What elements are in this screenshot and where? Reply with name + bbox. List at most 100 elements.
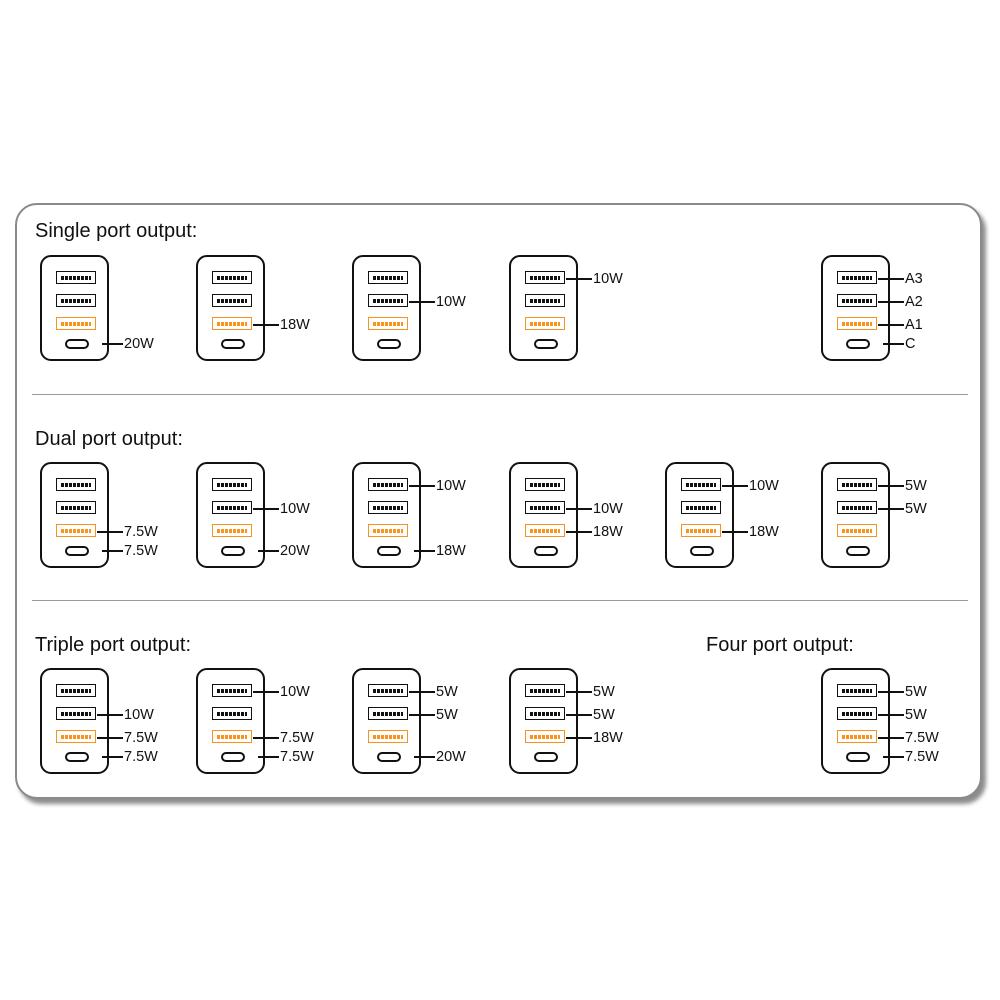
usb-a-port-icon bbox=[837, 478, 877, 491]
leader-line bbox=[253, 737, 279, 739]
usb-a-fast-port-icon bbox=[212, 317, 252, 330]
charger-device bbox=[509, 255, 578, 361]
leader-line bbox=[878, 278, 904, 280]
usb-a-fast-port-icon bbox=[56, 730, 96, 743]
port-output-label: 7.5W bbox=[905, 749, 939, 765]
usb-a-fast-port-icon bbox=[56, 524, 96, 537]
leader-line bbox=[566, 737, 592, 739]
port-output-label: 20W bbox=[124, 336, 154, 352]
charger-device bbox=[40, 668, 109, 774]
port-output-card bbox=[15, 203, 982, 799]
usb-c-port-icon bbox=[65, 546, 89, 556]
port-output-label: 10W bbox=[436, 294, 466, 310]
port-output-label: 5W bbox=[905, 478, 927, 494]
usb-a-port-icon bbox=[525, 707, 565, 720]
port-output-label: 18W bbox=[593, 524, 623, 540]
port-output-label: 20W bbox=[280, 543, 310, 559]
usb-a-port-icon bbox=[525, 478, 565, 491]
port-output-label: 5W bbox=[905, 707, 927, 723]
usb-a-port-icon bbox=[212, 684, 252, 697]
usb-a-port-icon bbox=[681, 478, 721, 491]
usb-c-port-icon bbox=[65, 339, 89, 349]
leader-line bbox=[878, 737, 904, 739]
leader-line bbox=[883, 756, 904, 758]
usb-a-fast-port-icon bbox=[212, 730, 252, 743]
usb-a-port-icon bbox=[56, 271, 96, 284]
usb-c-port-icon bbox=[377, 752, 401, 762]
port-output-label: C bbox=[905, 336, 916, 352]
usb-a-port-icon bbox=[525, 501, 565, 514]
usb-a-port-icon bbox=[56, 501, 96, 514]
usb-a-port-icon bbox=[212, 707, 252, 720]
section-heading: Triple port output: bbox=[35, 634, 192, 656]
port-output-label: 10W bbox=[436, 478, 466, 494]
usb-c-port-icon bbox=[846, 752, 870, 762]
charger-device bbox=[821, 462, 890, 568]
usb-a-port-icon bbox=[368, 294, 408, 307]
usb-c-port-icon bbox=[534, 546, 558, 556]
leader-line bbox=[566, 714, 592, 716]
usb-a-port-icon bbox=[837, 294, 877, 307]
port-output-label: 7.5W bbox=[124, 543, 158, 559]
leader-line bbox=[102, 756, 123, 758]
leader-line bbox=[97, 714, 123, 716]
usb-a-fast-port-icon bbox=[56, 317, 96, 330]
leader-line bbox=[414, 550, 435, 552]
usb-a-port-icon bbox=[368, 707, 408, 720]
usb-c-port-icon bbox=[221, 546, 245, 556]
usb-a-port-icon bbox=[212, 478, 252, 491]
usb-a-fast-port-icon bbox=[837, 317, 877, 330]
usb-a-fast-port-icon bbox=[837, 524, 877, 537]
usb-c-port-icon bbox=[221, 752, 245, 762]
leader-line bbox=[722, 485, 748, 487]
port-output-label: 10W bbox=[280, 684, 310, 700]
section-heading: Dual port output: bbox=[35, 428, 183, 450]
usb-c-port-icon bbox=[221, 339, 245, 349]
usb-a-port-icon bbox=[368, 271, 408, 284]
usb-a-fast-port-icon bbox=[212, 524, 252, 537]
leader-line bbox=[878, 691, 904, 693]
section-heading: Four port output: bbox=[706, 634, 854, 656]
charger-device bbox=[352, 255, 421, 361]
port-output-label: 5W bbox=[436, 707, 458, 723]
port-output-label: 7.5W bbox=[124, 749, 158, 765]
leader-line bbox=[722, 531, 748, 533]
port-output-label: A2 bbox=[905, 294, 923, 310]
charger-device bbox=[821, 668, 890, 774]
port-output-label: 10W bbox=[280, 501, 310, 517]
port-output-label: 18W bbox=[749, 524, 779, 540]
leader-line bbox=[253, 691, 279, 693]
usb-a-fast-port-icon bbox=[368, 524, 408, 537]
leader-line bbox=[566, 508, 592, 510]
leader-line bbox=[258, 756, 279, 758]
port-output-label: 7.5W bbox=[280, 730, 314, 746]
leader-line bbox=[566, 278, 592, 280]
usb-a-port-icon bbox=[56, 707, 96, 720]
leader-line bbox=[97, 531, 123, 533]
port-output-label: 7.5W bbox=[280, 749, 314, 765]
leader-line bbox=[878, 508, 904, 510]
usb-a-port-icon bbox=[368, 478, 408, 491]
usb-a-port-icon bbox=[525, 271, 565, 284]
usb-a-port-icon bbox=[368, 501, 408, 514]
port-output-label: 18W bbox=[280, 317, 310, 333]
leader-line bbox=[878, 485, 904, 487]
leader-line bbox=[566, 531, 592, 533]
leader-line bbox=[409, 485, 435, 487]
usb-a-port-icon bbox=[56, 684, 96, 697]
usb-a-fast-port-icon bbox=[681, 524, 721, 537]
leader-line bbox=[566, 691, 592, 693]
usb-a-port-icon bbox=[56, 478, 96, 491]
usb-a-fast-port-icon bbox=[837, 730, 877, 743]
usb-c-port-icon bbox=[377, 339, 401, 349]
usb-c-port-icon bbox=[846, 339, 870, 349]
port-output-label: 18W bbox=[436, 543, 466, 559]
usb-a-fast-port-icon bbox=[525, 730, 565, 743]
port-output-label: A1 bbox=[905, 317, 923, 333]
leader-line bbox=[409, 301, 435, 303]
usb-a-port-icon bbox=[525, 294, 565, 307]
port-output-label: 10W bbox=[593, 271, 623, 287]
usb-a-port-icon bbox=[212, 501, 252, 514]
usb-a-port-icon bbox=[368, 684, 408, 697]
usb-c-port-icon bbox=[534, 339, 558, 349]
